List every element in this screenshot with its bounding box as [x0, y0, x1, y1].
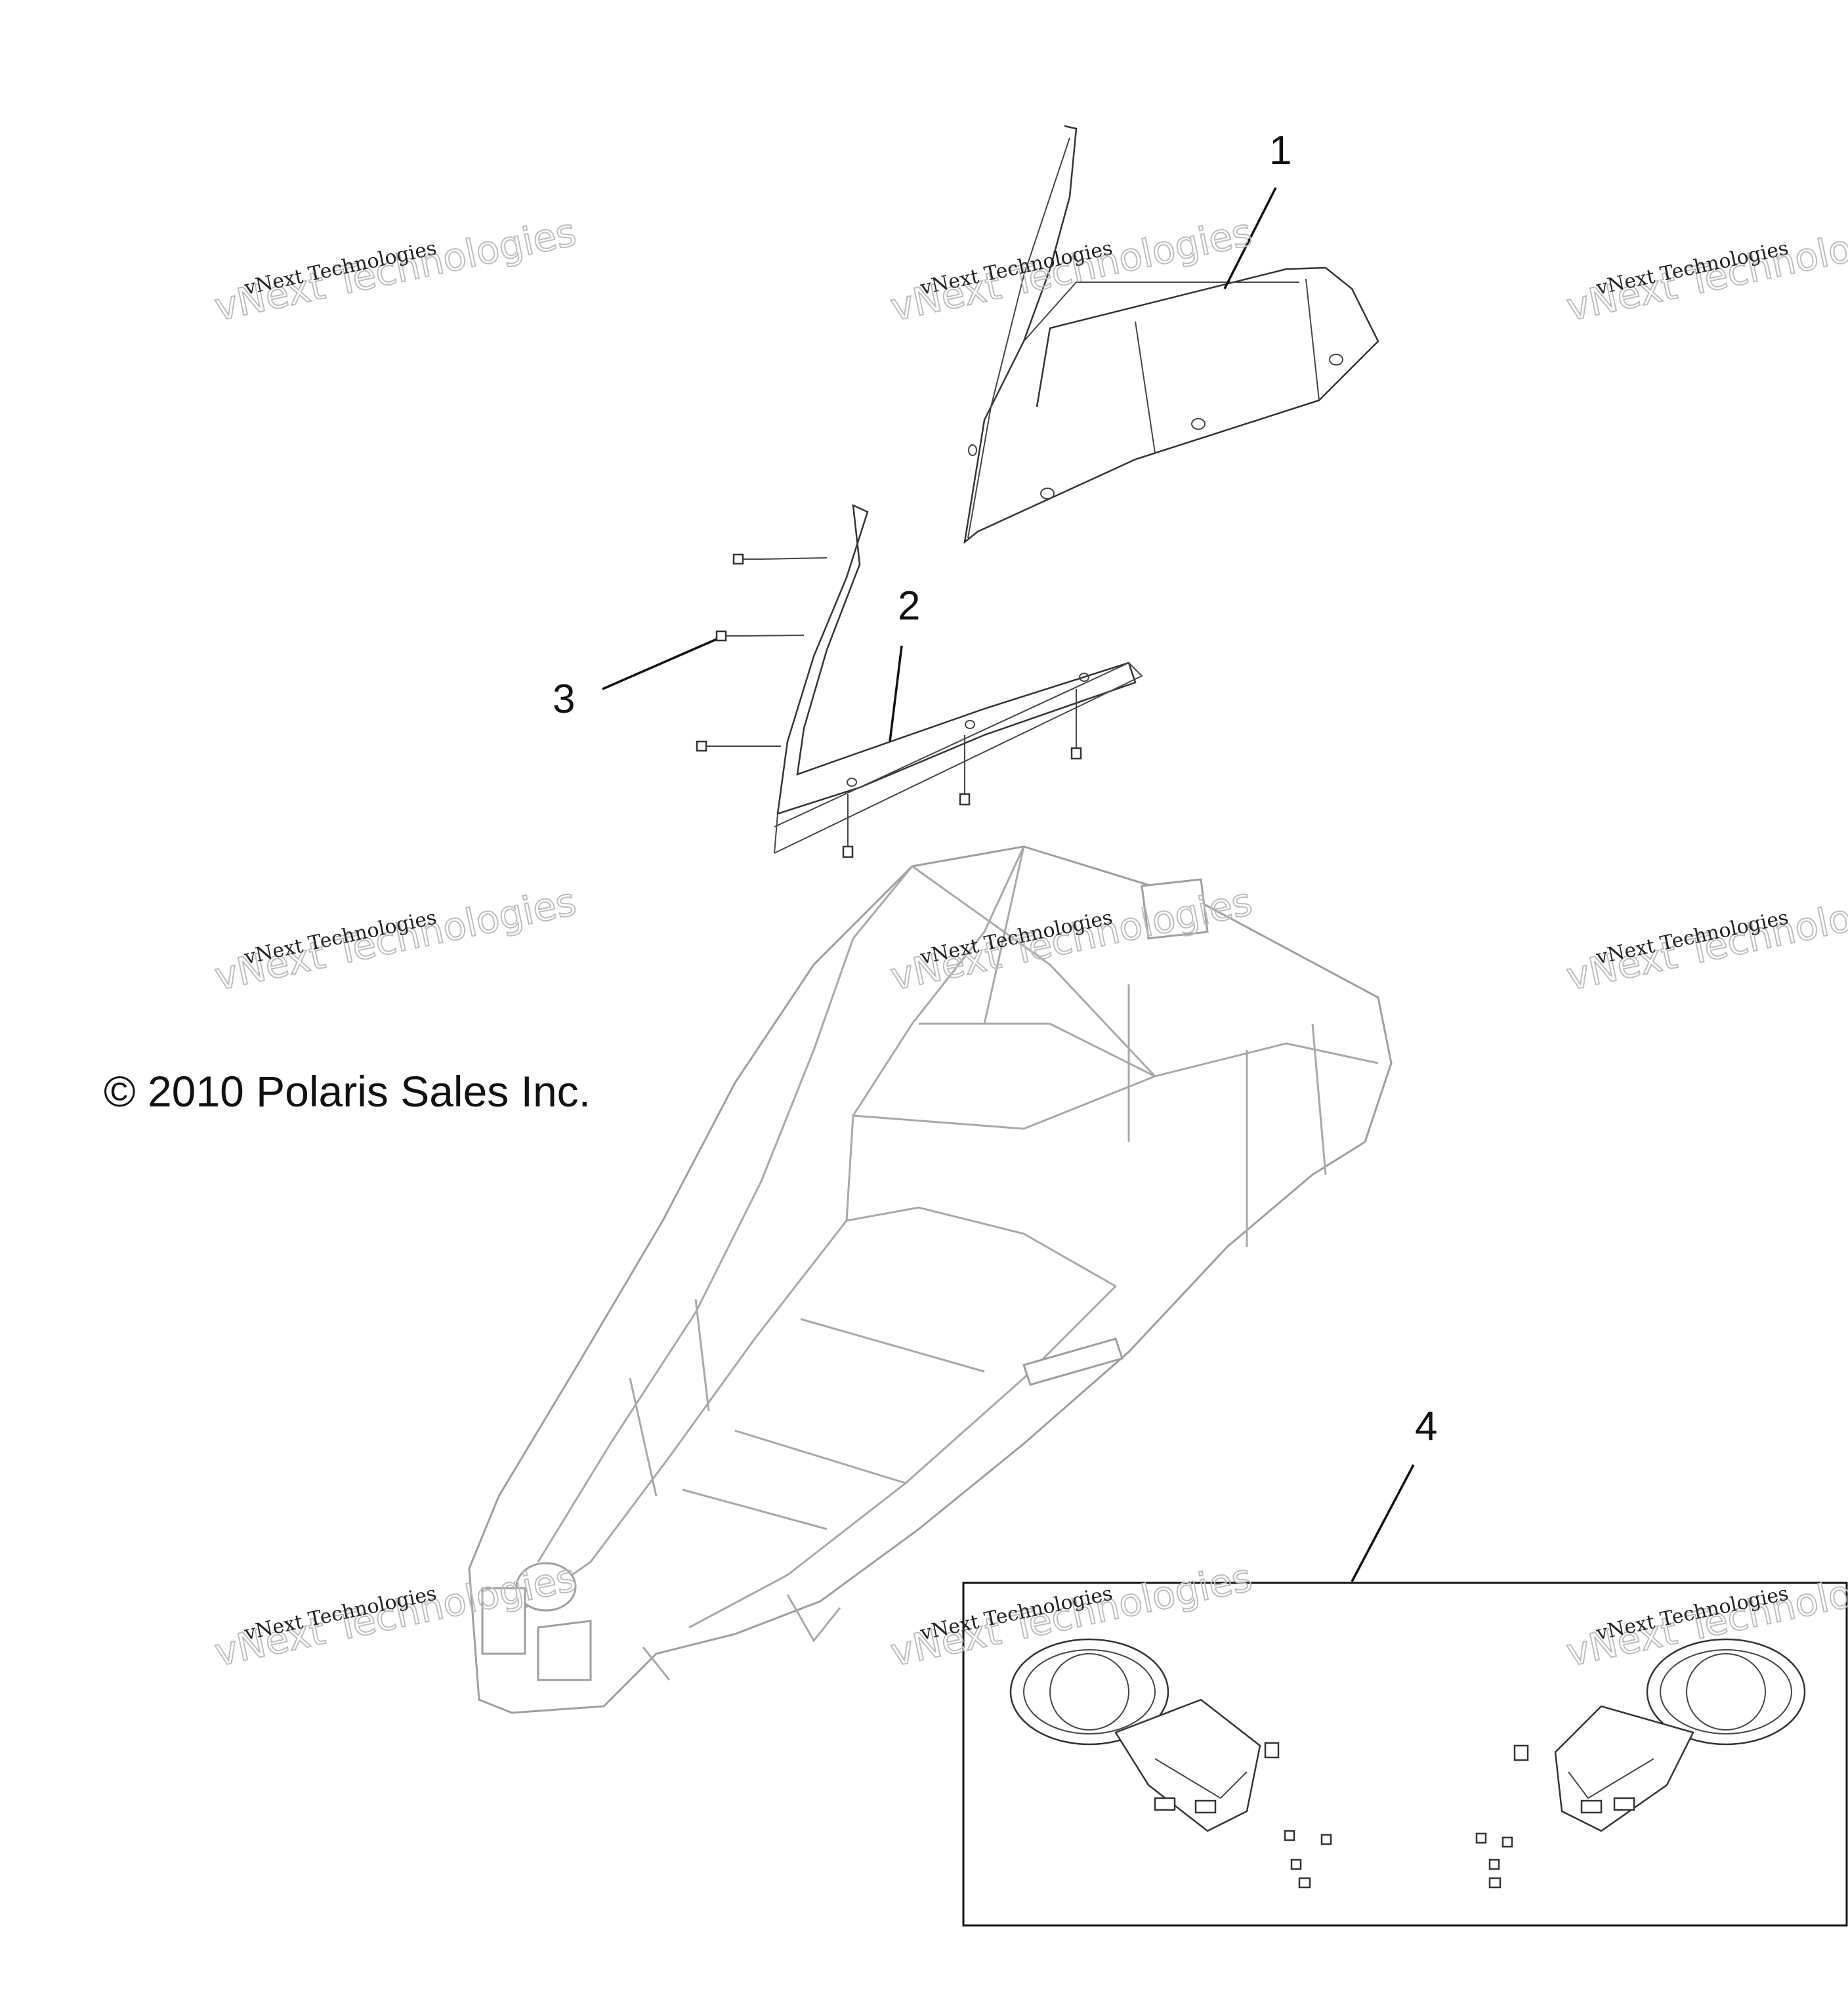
svg-text:vNext Technologies: vNext Technologies [211, 209, 579, 329]
hood-body-ghost [468, 845, 1393, 1714]
copyright-text: © 2010 Polaris Sales Inc. [104, 1067, 591, 1116]
left-mirror [1009, 1638, 1332, 1889]
screw-3 [696, 740, 781, 752]
callout-2: 2 [898, 583, 920, 629]
watermark: vNext Technologies vNext Technologies [1562, 878, 1848, 999]
svg-text:vNext Technologies: vNext Technologies [211, 879, 579, 999]
watermark: vNext Technologies vNext Technologies [1562, 209, 1848, 330]
screws-part[interactable] [696, 553, 1082, 858]
right-mirror [1475, 1638, 1806, 1889]
callout-labels: 1 2 3 4 [553, 128, 1437, 1449]
watermark: vNext Technologies vNext Technologies [210, 878, 580, 999]
leader-lines [602, 187, 1415, 1582]
trim-seal-part[interactable] [774, 503, 1143, 854]
screw-2 [715, 630, 805, 642]
screw-4 [842, 794, 854, 858]
callout-1: 1 [1269, 128, 1292, 173]
mirror-kit-part[interactable] [962, 1582, 1848, 1927]
callout-3: 3 [553, 677, 575, 722]
screw-5 [959, 735, 971, 806]
mirror-kit-frame [962, 1582, 1848, 1927]
screw-1 [732, 553, 828, 565]
screw-6 [1070, 689, 1082, 760]
watermark: vNext Technologies vNext Technologies [210, 209, 580, 330]
windshield-part[interactable] [963, 125, 1379, 545]
callout-4: 4 [1415, 1404, 1437, 1449]
